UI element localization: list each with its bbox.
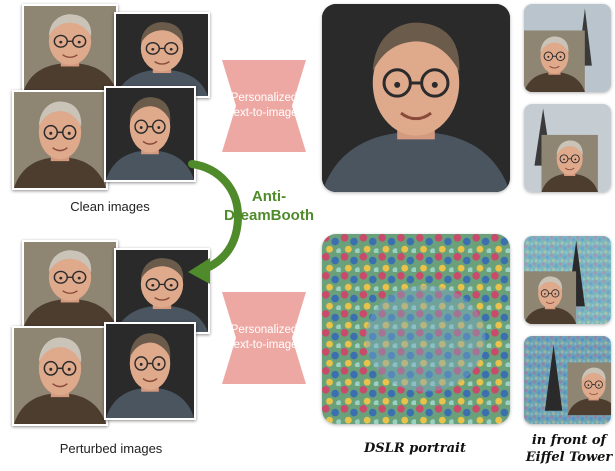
personalized-arrow-top: Personalized text-to-image: [222, 60, 306, 152]
curved-arrow-icon: [188, 160, 243, 284]
clean-image-1: [22, 4, 118, 92]
personalized-arrow-bottom: Personalized text-to-image: [222, 292, 306, 384]
method-name-line1: Anti-: [251, 188, 287, 205]
clean-image-4: [104, 86, 196, 182]
prompt-portrait-caption: DSLR portrait: [364, 441, 466, 456]
personalized-label-bottom: Personalized text-to-image: [230, 324, 298, 351]
personalized-label-top: Personalized text-to-image: [230, 92, 298, 119]
clean-eiffel-output-1: [524, 4, 611, 92]
perturbed-image-3: [12, 326, 108, 426]
prompt-eiffel-line1: in front of: [531, 433, 607, 448]
perturbed-output-portrait: [322, 234, 510, 424]
method-name: Anti- DreamBooth: [214, 187, 324, 225]
clean-output-portrait: [322, 4, 510, 192]
clean-eiffel-output-2: [524, 104, 611, 192]
perturbed-image-1: [22, 240, 118, 328]
perturbed-eiffel-output-2: [524, 336, 611, 424]
perturbed-images-caption: Perturbed images: [59, 441, 163, 456]
bowtie-shape-bottom: [222, 292, 306, 384]
perturbed-image-4: [104, 322, 196, 420]
clean-images-caption: Clean images: [70, 199, 150, 214]
clean-image-3: [12, 90, 108, 190]
prompt-eiffel-caption: in front of Eiffel Tower: [524, 432, 614, 466]
perturbed-eiffel-output-1: [524, 236, 611, 324]
bowtie-shape-top: [222, 60, 306, 152]
prompt-eiffel-line2: Eiffel Tower: [525, 450, 613, 465]
method-name-line2: DreamBooth: [223, 207, 314, 224]
